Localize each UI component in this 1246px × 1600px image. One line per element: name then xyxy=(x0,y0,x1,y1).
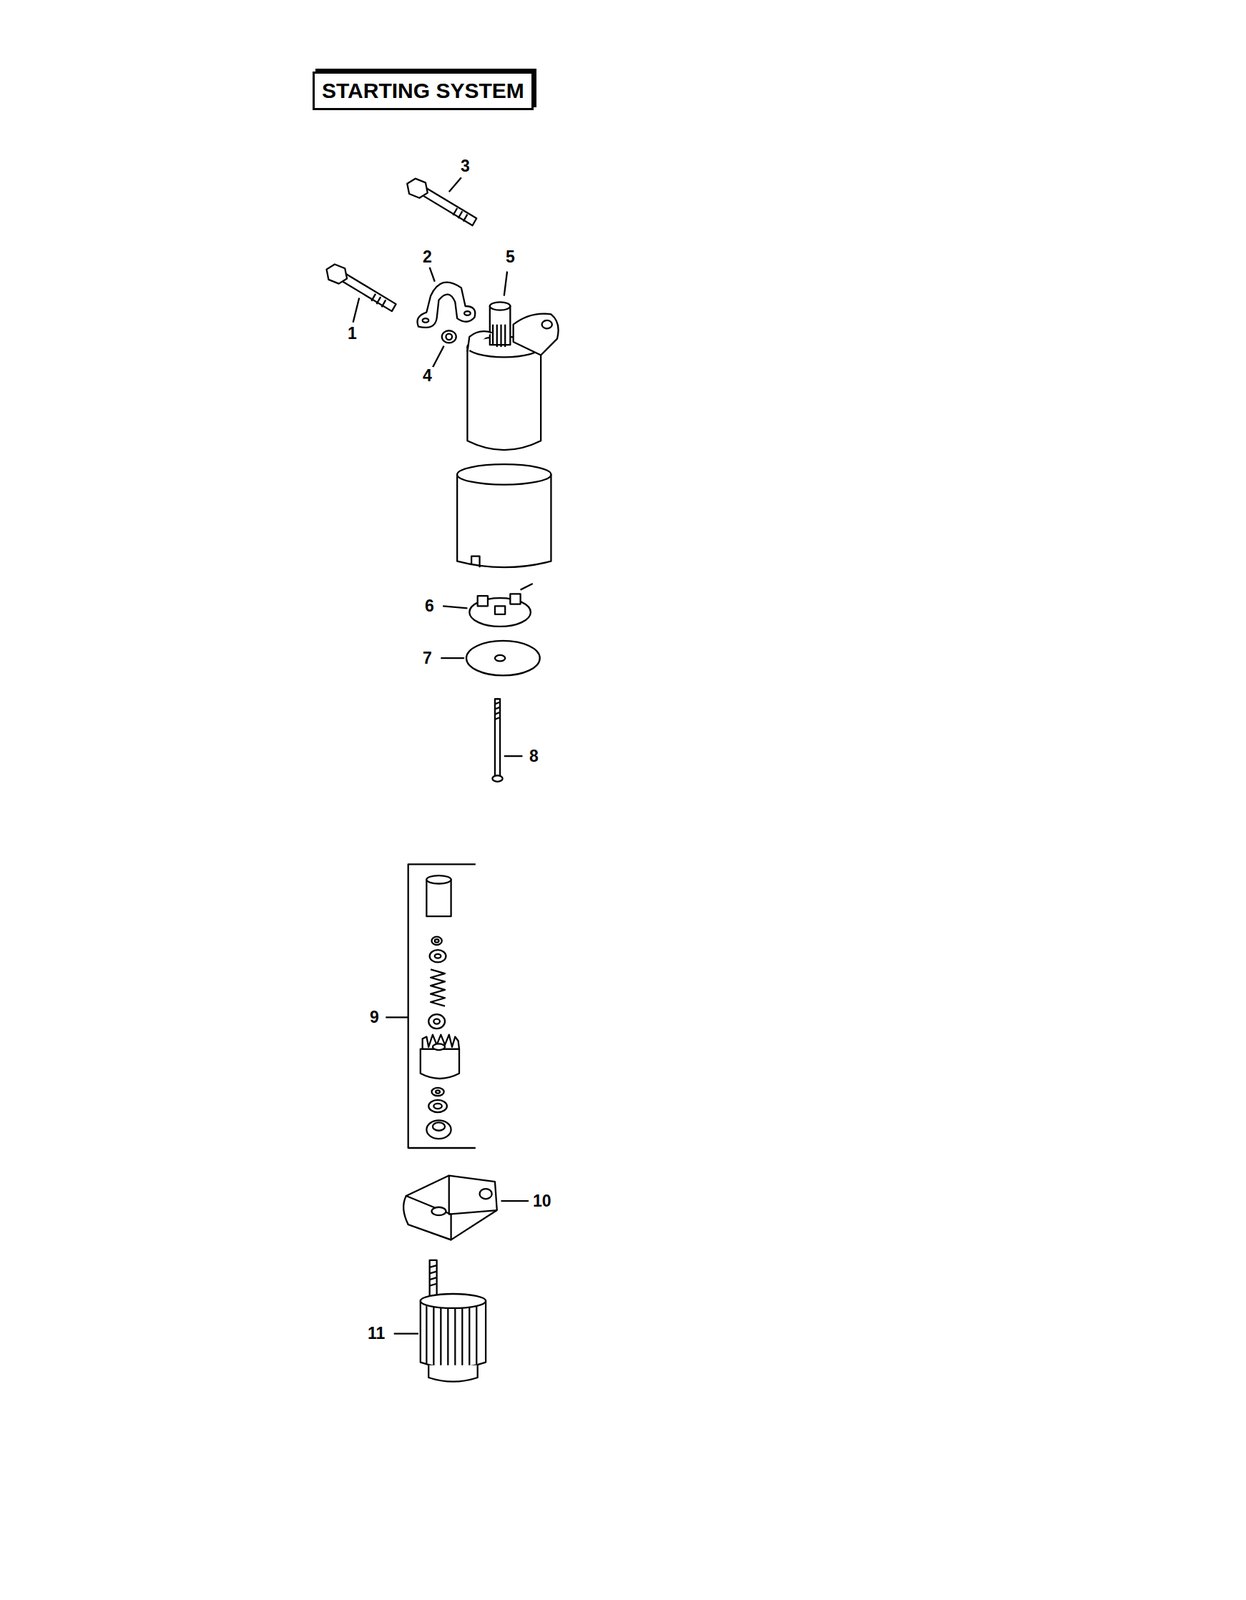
callout-number: 6 xyxy=(423,597,436,616)
leader-line xyxy=(440,657,465,659)
end-plate xyxy=(466,640,541,676)
leader-line xyxy=(504,755,523,757)
callout-number: 4 xyxy=(421,366,434,385)
leader-line xyxy=(429,267,435,282)
brush-holder xyxy=(469,583,533,627)
callout-number: 1 xyxy=(346,324,359,343)
leader-line xyxy=(504,271,508,296)
callout-number: 5 xyxy=(504,248,517,267)
callout-number: 2 xyxy=(421,248,434,267)
callout-number: 10 xyxy=(531,1192,553,1211)
clamp xyxy=(417,282,476,328)
leader-line xyxy=(442,605,468,608)
leader-line xyxy=(501,1200,530,1202)
leader-line xyxy=(449,177,462,192)
bolt xyxy=(406,178,477,227)
leader-line xyxy=(385,1016,408,1018)
group-bracket xyxy=(408,864,476,1149)
drive-kit xyxy=(420,875,460,1139)
callout-number: 9 xyxy=(368,1008,381,1027)
callout-number: 11 xyxy=(366,1324,387,1343)
bolt xyxy=(326,264,397,312)
starter-motor xyxy=(467,301,558,450)
washer xyxy=(442,330,457,343)
section-title: STARTING SYSTEM xyxy=(312,71,534,111)
drive-end-cap xyxy=(403,1175,498,1241)
through-bolt xyxy=(492,698,503,782)
callout-number: 8 xyxy=(527,747,541,766)
leader-line xyxy=(394,1333,419,1335)
leader-line xyxy=(353,298,360,323)
frame-sleeve xyxy=(457,464,551,568)
armature xyxy=(420,1260,486,1382)
callout-number: 3 xyxy=(459,157,472,176)
callout-number: 7 xyxy=(421,649,434,668)
leader-line xyxy=(432,346,445,368)
